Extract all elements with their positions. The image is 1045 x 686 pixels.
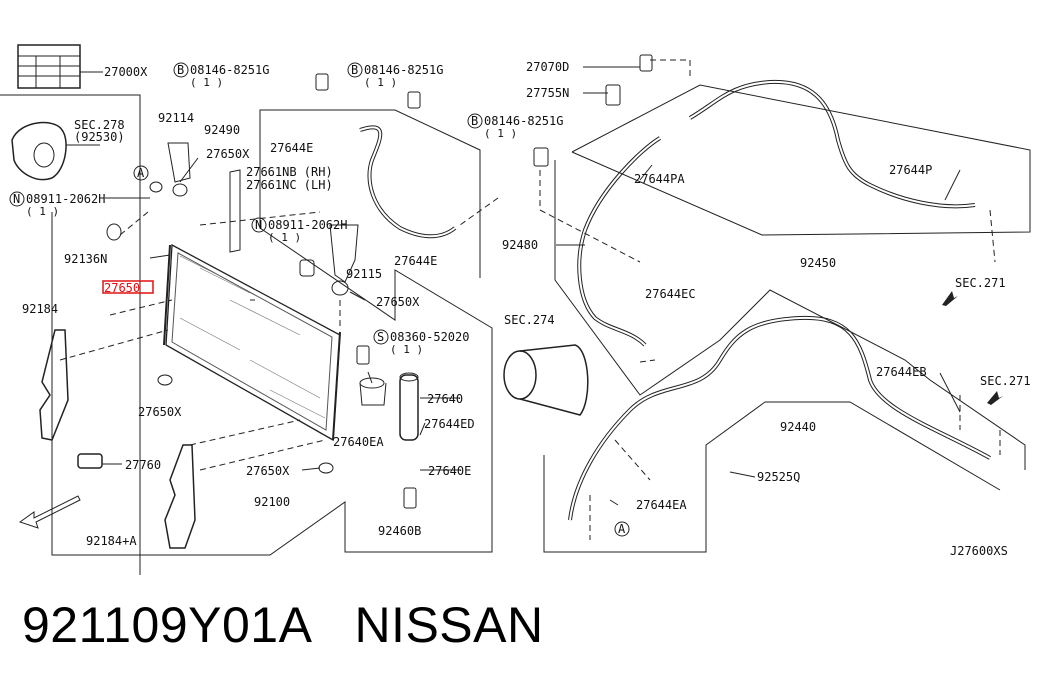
label-b08146-left-qty: ( 1 ) [190, 76, 223, 89]
label-92525q: 92525Q [757, 470, 800, 484]
label-27644eb: 27644EB [876, 365, 927, 379]
label-sec271-low: SEC.271 [980, 374, 1031, 388]
circle-a-2: A [618, 522, 626, 536]
label-92440: 92440 [780, 420, 816, 434]
label-b08146-right: 08146-8251G [484, 114, 563, 128]
label-s08360: 08360-52020 [390, 330, 469, 344]
label-27644e-top: 27644E [270, 141, 313, 155]
front-arrow-icon [18, 495, 81, 529]
circle-n-1: N [13, 192, 20, 206]
circle-s: S [377, 330, 384, 344]
label-27650x-left: 27650X [138, 405, 182, 419]
label-92184: 92184 [22, 302, 58, 316]
label-27661nb: 27661NB (RH) [246, 165, 333, 179]
label-sec278: SEC.278 [74, 118, 125, 132]
label-b08146-right-qty: ( 1 ) [484, 127, 517, 140]
label-27650: 27650 [104, 281, 140, 295]
label-n08911-mid: 08911-2062H [268, 218, 347, 232]
circle-n-2: N [255, 218, 262, 232]
circle-a-1: A [137, 166, 145, 180]
label-92460b: 92460B [378, 524, 421, 538]
sec271-arrow-icon [942, 291, 958, 306]
part-number: 921109Y01A [22, 597, 313, 653]
label-92115: 92115 [346, 267, 382, 281]
label-27644pa: 27644PA [634, 172, 685, 186]
label-n08911-left: 08911-2062H [26, 192, 105, 206]
label-27755n: 27755N [526, 86, 569, 100]
label-27640e: 27640E [428, 464, 471, 478]
label-sec274: SEC.274 [504, 313, 555, 327]
label-27650x-low: 27650X [246, 464, 290, 478]
label-27644ed: 27644ED [424, 417, 475, 431]
label-n08911-left-qty: ( 1 ) [26, 205, 59, 218]
label-s08360-qty: ( 1 ) [390, 343, 423, 356]
label-sec278-sub: (92530) [74, 130, 125, 144]
label-92450: 92450 [800, 256, 836, 270]
label-92480: 92480 [502, 238, 538, 252]
label-27644ea: 27644EA [636, 498, 687, 512]
label-27760: 27760 [125, 458, 161, 472]
circle-b-2: B [351, 63, 358, 77]
label-27661nc: 27661NC (LH) [246, 178, 333, 192]
label-92490: 92490 [204, 123, 240, 137]
label-27000x: 27000X [104, 65, 148, 79]
ac-condenser-exploded-diagram: B B B N N S A A 27000X SEC.278 (92530) 0… [0, 44, 1031, 575]
label-92184a: 92184+A [86, 534, 137, 548]
circle-b-1: B [177, 63, 184, 77]
brand-name: NISSAN [354, 597, 544, 653]
label-92100: 92100 [254, 495, 290, 509]
label-sec271-top: SEC.271 [955, 276, 1006, 290]
part-title: 921109Y01A NISSAN [22, 596, 544, 654]
drawing-code: J27600XS [950, 544, 1008, 558]
circle-b-3: B [471, 114, 478, 128]
label-b08146-left: 08146-8251G [190, 63, 269, 77]
label-27650x-mid: 27650X [376, 295, 420, 309]
label-92136n: 92136N [64, 252, 107, 266]
label-27644p: 27644P [889, 163, 932, 177]
label-27070d: 27070D [526, 60, 569, 74]
label-27644e-mid: 27644E [394, 254, 437, 268]
label-27650x-top: 27650X [206, 147, 250, 161]
label-92114: 92114 [158, 111, 194, 125]
label-27644ec: 27644EC [645, 287, 696, 301]
label-27640ea: 27640EA [333, 435, 384, 449]
label-b08146-mid-qty: ( 1 ) [364, 76, 397, 89]
label-b08146-mid: 08146-8251G [364, 63, 443, 77]
selected-part-highlight [102, 280, 154, 294]
label-n08911-mid-qty: ( 1 ) [268, 231, 301, 244]
sec271-low-arrow-icon [987, 391, 1003, 405]
label-27640: 27640 [427, 392, 463, 406]
